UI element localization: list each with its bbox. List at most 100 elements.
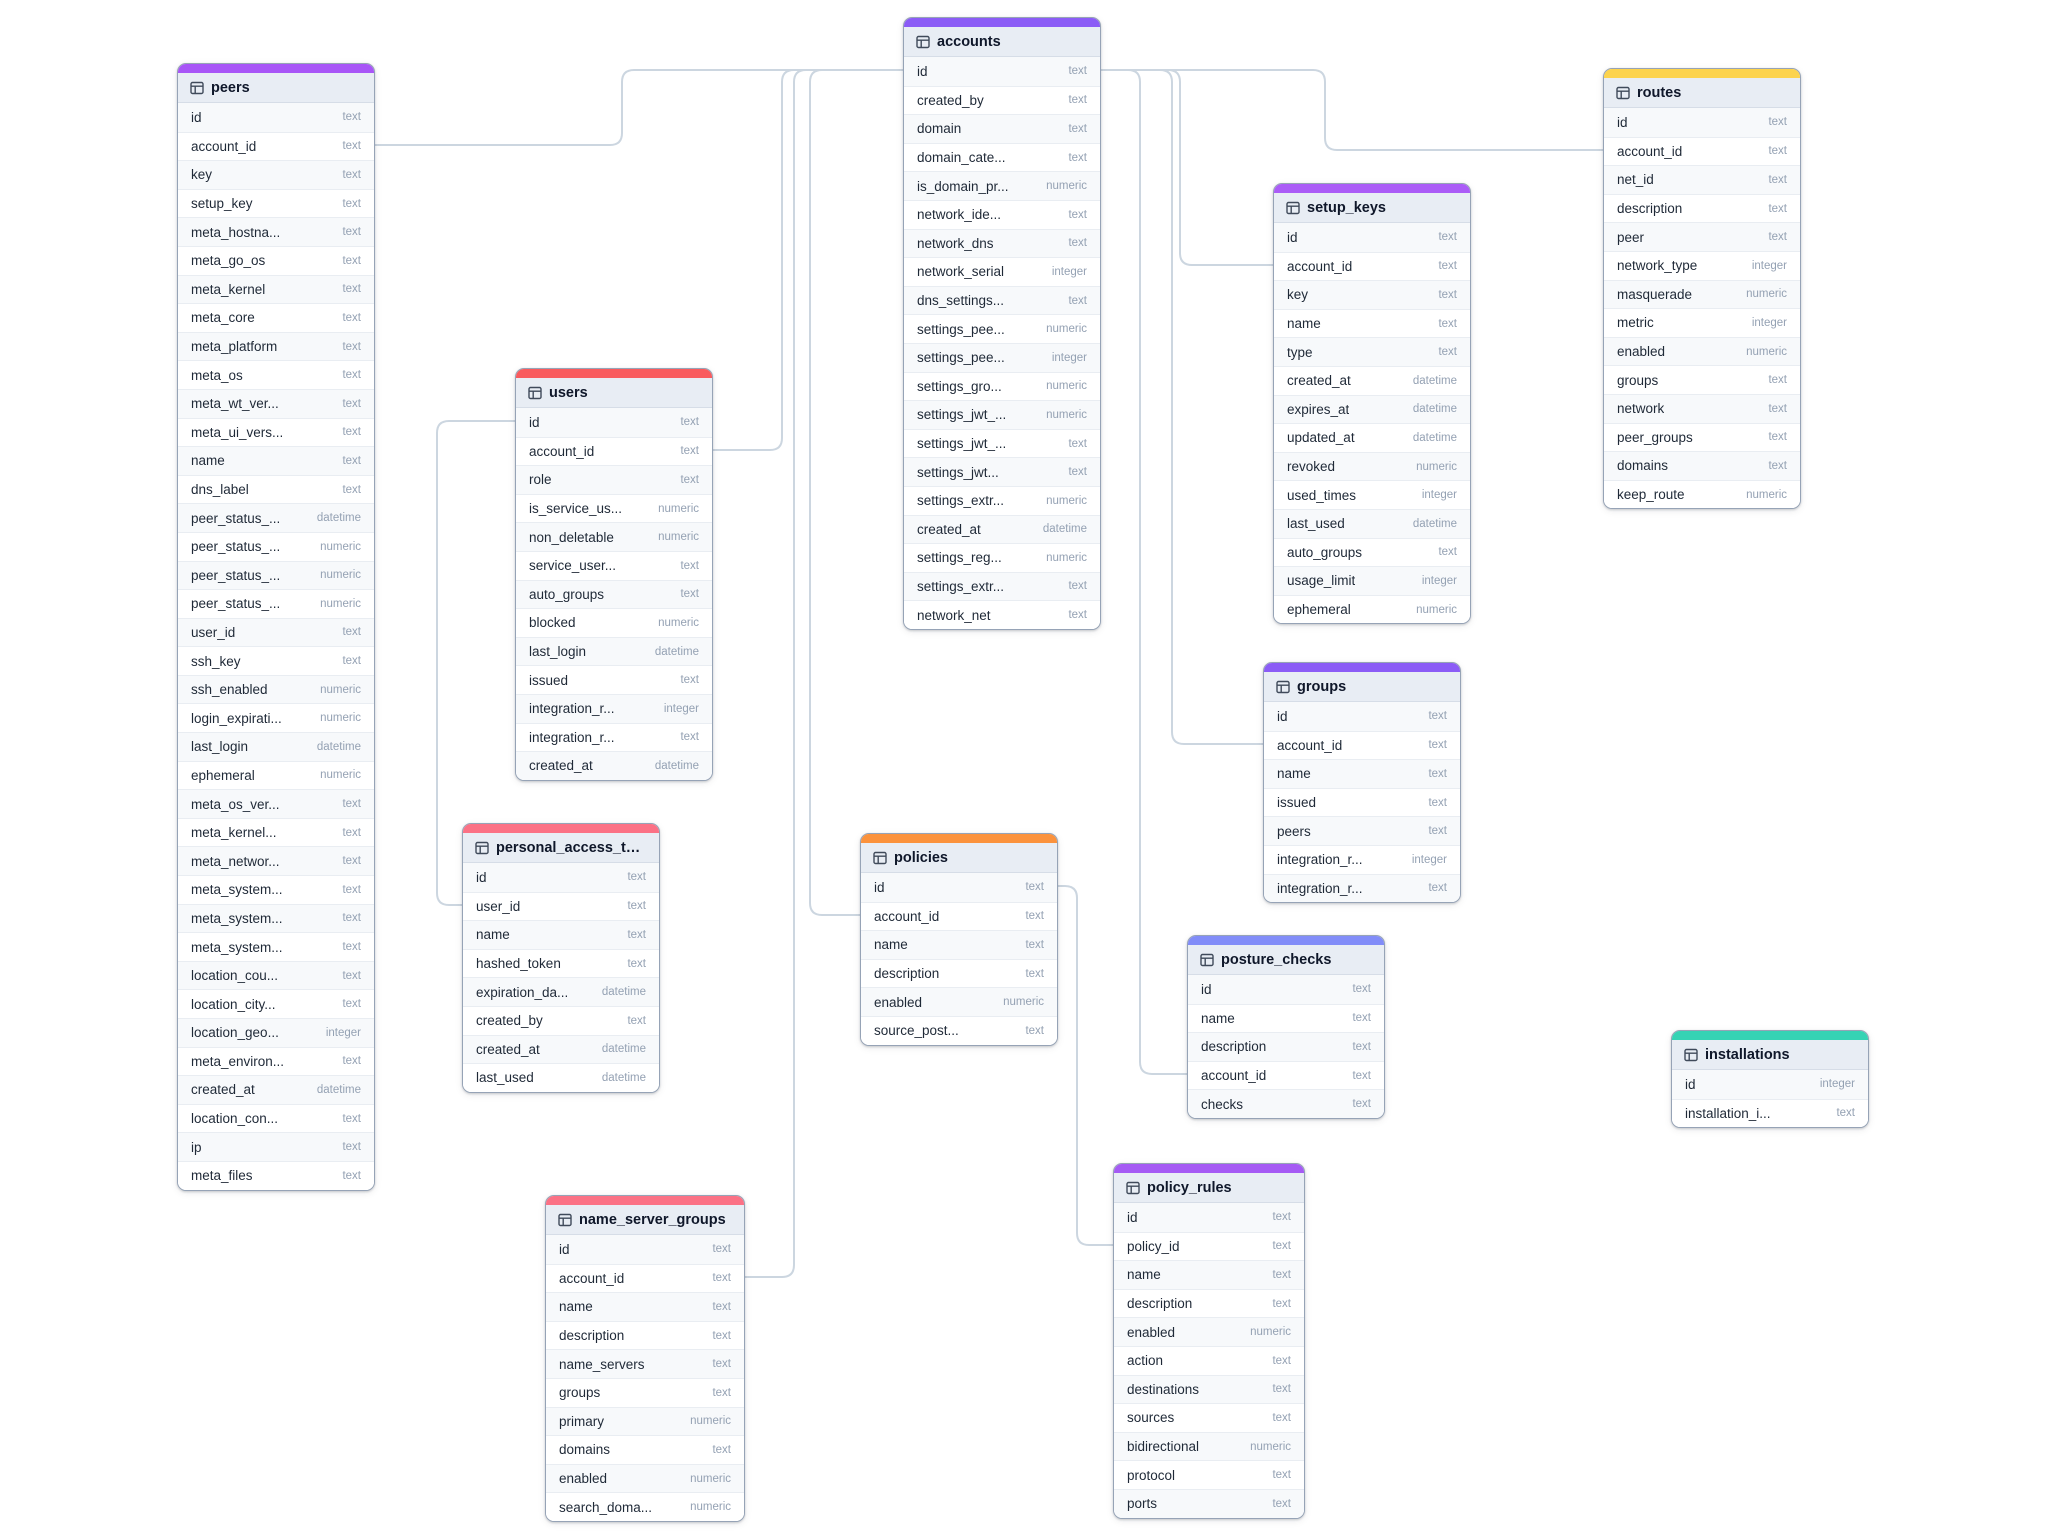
field-row-policy_rules-name[interactable]: name text bbox=[1114, 1260, 1304, 1289]
field-row-users-integration_r[interactable]: integration_r... text bbox=[516, 722, 712, 752]
field-row-routes-enabled[interactable]: enabled numeric bbox=[1604, 336, 1800, 366]
table-node-groups[interactable]: groups id text account_id text name text… bbox=[1263, 662, 1461, 904]
field-row-setup_keys-auto_groups[interactable]: auto_groups text bbox=[1274, 537, 1470, 567]
field-row-peers-meta_hostna[interactable]: meta_hostna... text bbox=[178, 217, 374, 246]
field-row-posture_checks-description[interactable]: description text bbox=[1188, 1032, 1384, 1061]
field-row-peers-ssh_enabled[interactable]: ssh_enabled numeric bbox=[178, 674, 374, 704]
field-row-name_server_groups-description[interactable]: description text bbox=[546, 1320, 744, 1350]
table-node-setup_keys[interactable]: setup_keys id text account_id text key t… bbox=[1273, 183, 1471, 625]
field-row-posture_checks-checks[interactable]: checks text bbox=[1188, 1089, 1384, 1118]
field-row-policy_rules-protocol[interactable]: protocol text bbox=[1114, 1460, 1304, 1489]
field-row-peers-location_con[interactable]: location_con... text bbox=[178, 1103, 374, 1133]
field-row-groups-account_id[interactable]: account_id text bbox=[1264, 730, 1460, 760]
field-row-groups-integration_r[interactable]: integration_r... text bbox=[1264, 873, 1460, 903]
field-row-users-issued[interactable]: issued text bbox=[516, 665, 712, 694]
field-row-personal_access_tokens-expiration_da[interactable]: expiration_da... datetime bbox=[463, 977, 659, 1006]
field-row-users-service_user[interactable]: service_user... text bbox=[516, 550, 712, 580]
field-row-peers-meta_system[interactable]: meta_system... text bbox=[178, 875, 374, 904]
field-row-accounts-network_serial[interactable]: network_serial integer bbox=[904, 257, 1100, 286]
field-row-accounts-created_at[interactable]: created_at datetime bbox=[904, 514, 1100, 544]
field-row-groups-name[interactable]: name text bbox=[1264, 759, 1460, 788]
field-row-accounts-settings_pee[interactable]: settings_pee... numeric bbox=[904, 314, 1100, 343]
field-row-setup_keys-id[interactable]: id text bbox=[1274, 223, 1470, 252]
field-row-peers-meta_os[interactable]: meta_os text bbox=[178, 360, 374, 389]
field-row-peers-meta_system[interactable]: meta_system... text bbox=[178, 932, 374, 961]
table-header[interactable]: setup_keys bbox=[1274, 193, 1470, 223]
table-header[interactable]: groups bbox=[1264, 672, 1460, 702]
field-row-accounts-network_dns[interactable]: network_dns text bbox=[904, 228, 1100, 258]
field-row-users-id[interactable]: id text bbox=[516, 408, 712, 437]
field-row-setup_keys-name[interactable]: name text bbox=[1274, 308, 1470, 338]
field-row-routes-network_type[interactable]: network_type integer bbox=[1604, 250, 1800, 280]
field-row-setup_keys-type[interactable]: type text bbox=[1274, 337, 1470, 366]
field-row-peers-peer_status_[interactable]: peer_status_... datetime bbox=[178, 503, 374, 532]
field-row-peers-id[interactable]: id text bbox=[178, 103, 374, 132]
field-row-policy_rules-policy_id[interactable]: policy_id text bbox=[1114, 1231, 1304, 1261]
field-row-accounts-created_by[interactable]: created_by text bbox=[904, 85, 1100, 115]
field-row-accounts-network_ide[interactable]: network_ide... text bbox=[904, 199, 1100, 229]
table-node-name_server_groups[interactable]: name_server_groups id text account_id te… bbox=[545, 1195, 745, 1522]
table-node-policy_rules[interactable]: policy_rules id text policy_id text name… bbox=[1113, 1163, 1305, 1519]
table-header[interactable]: policies bbox=[861, 843, 1057, 873]
field-row-routes-network[interactable]: network text bbox=[1604, 393, 1800, 423]
field-row-peers-last_login[interactable]: last_login datetime bbox=[178, 732, 374, 761]
field-row-peers-meta_ui_vers[interactable]: meta_ui_vers... text bbox=[178, 417, 374, 447]
field-row-setup_keys-expires_at[interactable]: expires_at datetime bbox=[1274, 394, 1470, 424]
table-node-users[interactable]: users id text account_id text role text … bbox=[515, 368, 713, 781]
field-row-accounts-id[interactable]: id text bbox=[904, 57, 1100, 86]
table-node-posture_checks[interactable]: posture_checks id text name text descrip… bbox=[1187, 935, 1385, 1119]
field-row-setup_keys-ephemeral[interactable]: ephemeral numeric bbox=[1274, 594, 1470, 624]
table-header[interactable]: routes bbox=[1604, 78, 1800, 108]
field-row-personal_access_tokens-last_used[interactable]: last_used datetime bbox=[463, 1063, 659, 1092]
field-row-posture_checks-name[interactable]: name text bbox=[1188, 1003, 1384, 1033]
table-header[interactable]: policy_rules bbox=[1114, 1173, 1304, 1203]
field-row-posture_checks-account_id[interactable]: account_id text bbox=[1188, 1060, 1384, 1090]
field-row-peers-meta_os_ver[interactable]: meta_os_ver... text bbox=[178, 789, 374, 818]
field-row-policy_rules-destinations[interactable]: destinations text bbox=[1114, 1374, 1304, 1404]
field-row-name_server_groups-search_doma[interactable]: search_doma... numeric bbox=[546, 1492, 744, 1521]
field-row-accounts-settings_reg[interactable]: settings_reg... numeric bbox=[904, 543, 1100, 572]
field-row-peers-ephemeral[interactable]: ephemeral numeric bbox=[178, 760, 374, 790]
field-row-routes-domains[interactable]: domains text bbox=[1604, 451, 1800, 480]
table-node-peers[interactable]: peers id text account_id text key text s… bbox=[177, 63, 375, 1191]
field-row-users-account_id[interactable]: account_id text bbox=[516, 436, 712, 466]
field-row-setup_keys-usage_limit[interactable]: usage_limit integer bbox=[1274, 566, 1470, 595]
table-header[interactable]: name_server_groups bbox=[546, 1205, 744, 1235]
table-node-accounts[interactable]: accounts id text created_by text domain … bbox=[903, 17, 1101, 630]
table-header[interactable]: users bbox=[516, 378, 712, 408]
field-row-name_server_groups-enabled[interactable]: enabled numeric bbox=[546, 1463, 744, 1493]
field-row-peers-login_expirati[interactable]: login_expirati... numeric bbox=[178, 703, 374, 733]
field-row-policies-id[interactable]: id text bbox=[861, 873, 1057, 902]
field-row-personal_access_tokens-hashed_token[interactable]: hashed_token text bbox=[463, 948, 659, 978]
field-row-accounts-settings_jwt[interactable]: settings_jwt... text bbox=[904, 457, 1100, 486]
field-row-peers-meta_networ[interactable]: meta_networ... text bbox=[178, 846, 374, 876]
table-header[interactable]: personal_access_tokens bbox=[463, 833, 659, 863]
field-row-accounts-settings_extr[interactable]: settings_extr... text bbox=[904, 571, 1100, 601]
field-row-policy_rules-bidirectional[interactable]: bidirectional numeric bbox=[1114, 1431, 1304, 1461]
table-node-policies[interactable]: policies id text account_id text name te… bbox=[860, 833, 1058, 1046]
field-row-personal_access_tokens-name[interactable]: name text bbox=[463, 920, 659, 949]
field-row-users-role[interactable]: role text bbox=[516, 465, 712, 494]
field-row-name_server_groups-domains[interactable]: domains text bbox=[546, 1435, 744, 1464]
field-row-peers-meta_system[interactable]: meta_system... text bbox=[178, 903, 374, 933]
field-row-routes-net_id[interactable]: net_id text bbox=[1604, 165, 1800, 194]
field-row-accounts-settings_pee[interactable]: settings_pee... integer bbox=[904, 342, 1100, 372]
field-row-policies-name[interactable]: name text bbox=[861, 930, 1057, 959]
field-row-users-auto_groups[interactable]: auto_groups text bbox=[516, 579, 712, 609]
field-row-peers-peer_status_[interactable]: peer_status_... numeric bbox=[178, 560, 374, 590]
field-row-policies-enabled[interactable]: enabled numeric bbox=[861, 987, 1057, 1016]
field-row-name_server_groups-account_id[interactable]: account_id text bbox=[546, 1263, 744, 1293]
field-row-peers-account_id[interactable]: account_id text bbox=[178, 131, 374, 161]
field-row-users-last_login[interactable]: last_login datetime bbox=[516, 636, 712, 666]
field-row-peers-location_geo[interactable]: location_geo... integer bbox=[178, 1018, 374, 1047]
field-row-peers-meta_kernel[interactable]: meta_kernel text bbox=[178, 274, 374, 304]
field-row-peers-meta_kernel[interactable]: meta_kernel... text bbox=[178, 817, 374, 847]
field-row-policies-source_post[interactable]: source_post... text bbox=[861, 1015, 1057, 1045]
field-row-users-integration_r[interactable]: integration_r... integer bbox=[516, 693, 712, 723]
table-header[interactable]: installations bbox=[1672, 1040, 1868, 1070]
field-row-setup_keys-updated_at[interactable]: updated_at datetime bbox=[1274, 423, 1470, 452]
field-row-users-blocked[interactable]: blocked numeric bbox=[516, 608, 712, 637]
field-row-peers-meta_environ[interactable]: meta_environ... text bbox=[178, 1046, 374, 1076]
field-row-peers-name[interactable]: name text bbox=[178, 446, 374, 475]
